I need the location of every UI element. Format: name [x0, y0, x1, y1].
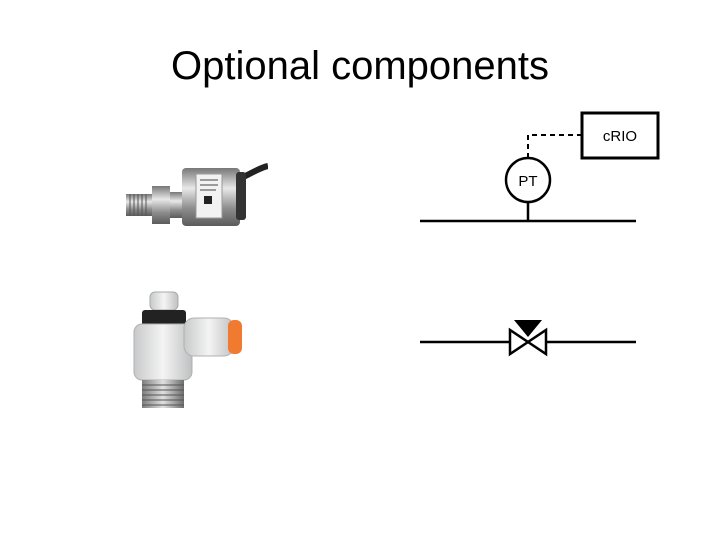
- pt-label: PT: [518, 173, 537, 190]
- flow-control-valve-symbol: [510, 320, 546, 354]
- signal-line: [528, 135, 582, 159]
- crio-label: cRIO: [603, 128, 637, 145]
